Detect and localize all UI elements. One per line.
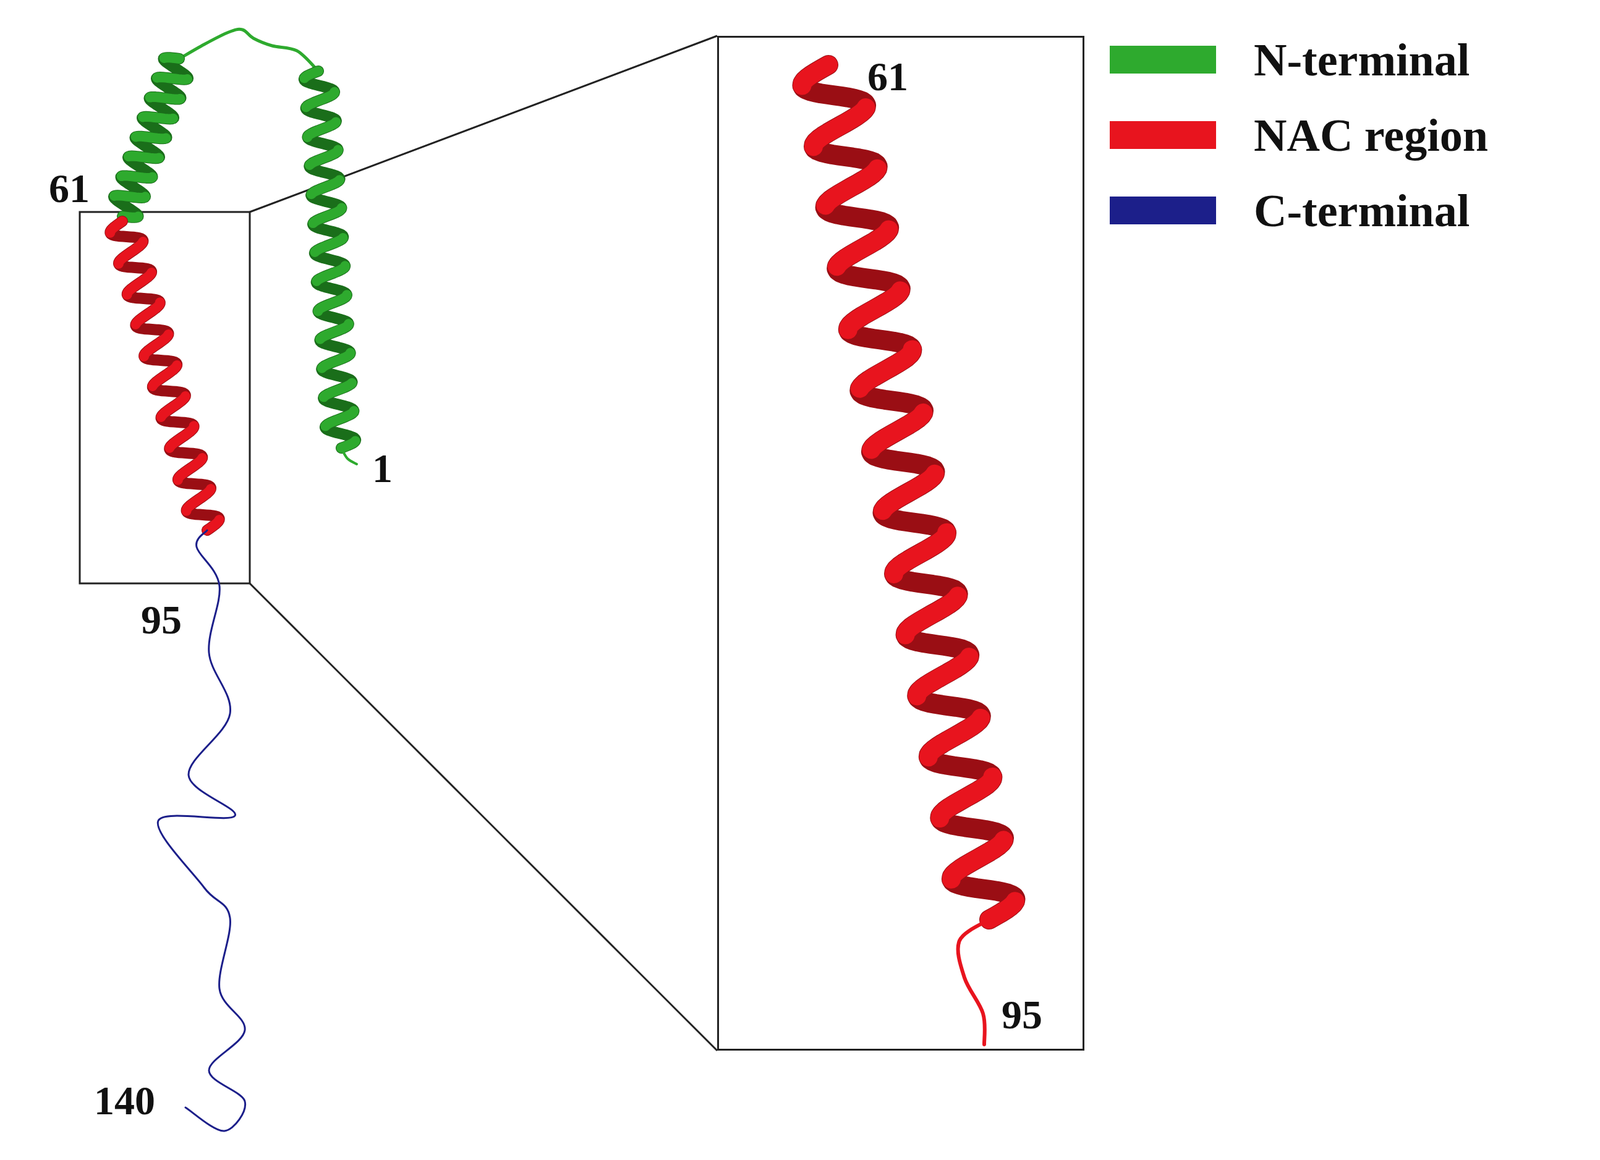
helix-front [989, 901, 1016, 920]
helix-front [164, 57, 180, 59]
helix-front [118, 241, 143, 264]
helix-front [813, 107, 867, 147]
helix-front [207, 519, 220, 531]
helix-front [178, 458, 203, 481]
helix-back [802, 64, 1016, 920]
helix-front [859, 349, 913, 389]
helix-front [837, 229, 890, 268]
legend-swatch [1109, 121, 1217, 149]
coil [958, 919, 990, 1045]
helix-front [110, 221, 123, 234]
helix-front [848, 290, 901, 330]
helix-front [939, 777, 993, 819]
helix-front [309, 150, 339, 166]
helix-front [144, 334, 169, 357]
helix-front [142, 116, 174, 120]
helix-front [320, 323, 349, 340]
residue-number: 95 [1001, 994, 1043, 1036]
helix-front [136, 136, 167, 140]
helix-front [893, 532, 947, 575]
helix-front [928, 718, 982, 758]
legend-swatch [1109, 196, 1217, 225]
coil [179, 29, 317, 70]
residue-number: 61 [867, 56, 909, 98]
helix-front [916, 657, 970, 697]
helix-front [128, 156, 159, 159]
helix-front [186, 489, 211, 512]
residue-number: 140 [93, 1080, 156, 1122]
helix-front [306, 92, 335, 108]
residue-number: 95 [140, 599, 182, 641]
helix-front [136, 302, 161, 325]
legend-text: N-terminal [1253, 37, 1470, 83]
helix-front [323, 383, 353, 398]
helix-back [110, 221, 219, 531]
helix-front [322, 353, 351, 369]
helix-front [316, 265, 345, 282]
helix-front [121, 175, 153, 179]
ribbon-structure [110, 29, 1016, 1132]
legend-text: NAC region [1253, 112, 1489, 159]
helix-front [341, 441, 356, 449]
helix-front [314, 238, 344, 253]
helix-back [113, 57, 188, 218]
helix-front [882, 474, 935, 512]
helix-front [871, 412, 924, 451]
helix-front [307, 121, 336, 138]
helix-front [905, 595, 959, 635]
helix-front [802, 64, 830, 86]
helix-front [313, 207, 342, 224]
coil [341, 448, 357, 465]
residue-number: 1 [372, 448, 393, 490]
helix-front [304, 71, 319, 79]
helix-front [161, 396, 186, 418]
helix-front [825, 168, 878, 206]
zoom-inset-box: 61 95 [717, 35, 1085, 1052]
zoom-leader-line [249, 583, 718, 1052]
helix-front [114, 195, 146, 198]
helix-front [311, 179, 340, 195]
helix-front [325, 411, 354, 427]
legend-text: C-terminal [1253, 187, 1470, 234]
helix-front [127, 272, 152, 295]
helix-front [318, 294, 348, 311]
helix-front [951, 840, 1005, 880]
helix-front [157, 77, 188, 80]
helix-front [169, 425, 194, 449]
helix-front [152, 365, 177, 387]
residue-number: 61 [48, 168, 90, 209]
legend-swatch [1109, 45, 1217, 74]
zoom-region-box [79, 212, 250, 584]
helix-front [150, 97, 181, 100]
helix-back [304, 71, 356, 449]
